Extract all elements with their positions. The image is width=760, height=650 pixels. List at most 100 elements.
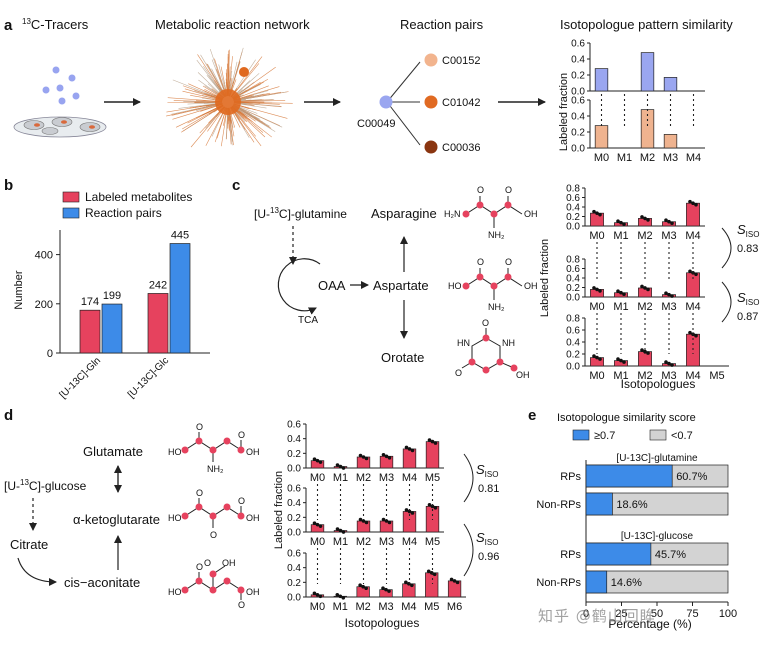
c-orotate: Orotate (381, 350, 424, 365)
c-asparagine-point (592, 209, 596, 214)
d-glutamate-point (384, 454, 389, 459)
pair-node-2-label: C01042 (442, 97, 481, 109)
e-bar-bg-3 (585, 570, 729, 594)
svg-text:O: O (210, 530, 217, 540)
c-asparagine-point (643, 216, 647, 221)
b-legend-1: Labeled metabolites (85, 190, 192, 204)
d-akg-ytick-label: 0.2 (287, 513, 301, 524)
network-edge (233, 91, 287, 102)
d-glutamate-point (407, 447, 412, 451)
d-akg-point (338, 528, 343, 533)
d-akg-ytick-label: 0.6 (287, 484, 301, 495)
c-aspartate-xtick-M3: M3 (661, 301, 676, 313)
c-asparagine-point (595, 211, 599, 215)
a-top-bar-M2 (640, 52, 655, 92)
pair-node-2 (424, 95, 438, 109)
reaction-pairs: C00049 C00152 C01042 C00036 (357, 53, 481, 154)
a-top-ytick-label: 0.0 (571, 87, 585, 98)
c-aspartate-point (688, 269, 692, 274)
network-edge (205, 107, 226, 146)
d-glutamate-point (433, 441, 438, 445)
svg-text:O: O (455, 368, 462, 378)
d-akg-point (312, 521, 317, 525)
panel-letter-b: b (4, 177, 13, 194)
svg-text:OH: OH (516, 370, 530, 380)
network-title: Metabolic reaction network (155, 17, 310, 32)
network-edge (167, 97, 223, 102)
e-section-0: [U-13C]-glutamine (616, 453, 698, 464)
network-hub (239, 67, 249, 77)
network-edge (178, 102, 223, 109)
d-glutamate-bar-M4 (402, 448, 417, 469)
c-asparagine-ytick-label: 0.0 (566, 222, 580, 233)
a-top-bar-M3 (663, 77, 678, 92)
d-glutamate-xtick-M5: M5 (425, 472, 440, 484)
c-asparagine-ytick-label: 0.6 (566, 193, 580, 204)
c-orotate-point (595, 355, 599, 360)
d-glutamate-point (341, 466, 346, 470)
b-bar-1-0 (147, 293, 169, 354)
c-asparagine-point (646, 218, 650, 222)
c-asparagine-xtick-M2: M2 (637, 230, 652, 242)
c-asparagine-xtick-M3: M3 (661, 230, 676, 242)
c-xlabel: Isotopologues (621, 377, 696, 391)
c-asparagine-point (598, 212, 602, 217)
c-orotate-point (622, 360, 626, 364)
d-pathway: Glutamate [U-13C]-glucose α-ketoglutarat… (4, 444, 160, 590)
b-bar-1-1 (169, 243, 191, 354)
d-s1-label: S (476, 462, 485, 477)
network-edge (230, 56, 263, 98)
c-orotate-point (667, 361, 671, 366)
c-aspartate-point (616, 289, 620, 294)
panel-letter-d: d (4, 407, 13, 424)
b-value-label: 445 (171, 230, 189, 242)
center-node-label: C00049 (357, 118, 396, 130)
e-legend-2: <0.7 (671, 430, 693, 442)
b-bar-0-1 (101, 303, 123, 354)
d-glutamate-point (312, 457, 317, 461)
c-asparagine-point (622, 222, 626, 226)
d-aconitate-point (364, 586, 368, 591)
a-top-ytick-label: 0.6 (571, 39, 585, 50)
svg-text:O: O (196, 562, 203, 572)
d-glutamate-point (364, 456, 369, 461)
d-aconitate-point (358, 583, 362, 588)
c-orotate-ytick-label: 0.2 (566, 350, 580, 361)
e-legend-1: ≥0.7 (594, 430, 615, 442)
d-glutamate-xtick-M2: M2 (356, 472, 371, 484)
d-glutamate-xtick-M1: M1 (333, 472, 348, 484)
c-orotate-ytick-label: 0.4 (566, 338, 580, 349)
d-glutamate-xtick-M4: M4 (402, 472, 417, 484)
b-value-label: 174 (81, 296, 99, 308)
svg-text:SISO: SISO (737, 222, 759, 239)
c-orotate-xtick-M5: M5 (709, 370, 724, 382)
e-row-label-1: Non-RPs (536, 499, 581, 511)
a-bottom-xtick-M0: M0 (594, 152, 609, 164)
d-citrate: Citrate (10, 537, 48, 552)
b-value-label: 242 (149, 279, 167, 291)
e-xtick-label: 75 (686, 608, 698, 620)
b-legend: Labeled metabolites Reaction pairs (62, 190, 192, 220)
d-akg-point (387, 520, 392, 525)
c-aspartate-point (598, 289, 602, 293)
c-similarity: SISO 0.83 SISO 0.87 (721, 222, 759, 323)
c-aspartate-point (592, 286, 596, 290)
svg-text:NH₂: NH₂ (488, 302, 505, 312)
a-bottom-xtick-M4: M4 (686, 152, 701, 164)
e-bar-2 (585, 542, 652, 566)
d-akg-xtick-M4: M4 (402, 536, 417, 548)
d-aconitate-point (361, 584, 365, 589)
c-asparagine-point (670, 221, 674, 226)
b-ytick-label: 200 (35, 299, 53, 311)
c-aspartate-ytick-label: 0.6 (566, 264, 580, 275)
c-asparagine-point (616, 219, 620, 223)
network-edge (232, 105, 276, 132)
d-aconitate-point (404, 580, 408, 585)
e-bar-1 (585, 492, 613, 516)
c-orotate-point (616, 357, 620, 361)
c-orotate-point (646, 351, 650, 355)
d-aconitate-xtick-M1: M1 (333, 601, 348, 613)
d-s2-value: 0.96 (478, 551, 499, 563)
svg-text:O: O (477, 185, 484, 195)
